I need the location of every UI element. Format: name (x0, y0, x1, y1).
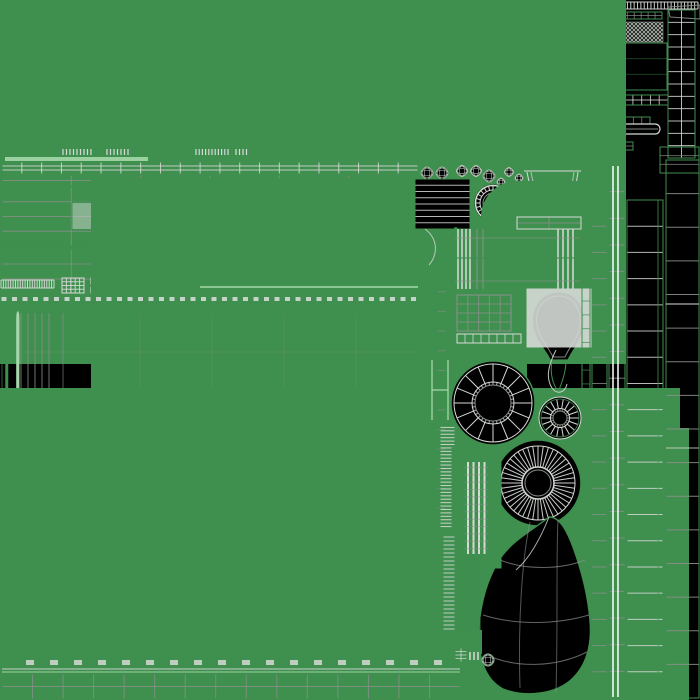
poly-8 (667, 4, 700, 20)
column-2 (608, 164, 626, 699)
bars-167 (557, 229, 574, 289)
grid-205 (463, 459, 490, 557)
column-1 (591, 199, 608, 699)
path-187 (486, 651, 588, 665)
wheel-180 (538, 396, 582, 440)
path-181 (547, 349, 568, 393)
path-189 (555, 519, 559, 693)
grid-154 (414, 178, 471, 230)
mesh-148 (456, 165, 468, 177)
grid-145 (1, 673, 461, 700)
path-163 (420, 229, 432, 264)
grid-74 (1, 161, 419, 175)
bars-204 (467, 462, 486, 554)
path-201 (431, 360, 449, 420)
fan-wheel (494, 439, 582, 527)
bars-142 (26, 660, 442, 665)
rrect-161 (481, 181, 617, 265)
rect-68 (0, 0, 626, 364)
comb-95 (0, 279, 55, 289)
path-164 (424, 228, 436, 266)
bars-193 (612, 166, 619, 697)
grid-173 (456, 333, 522, 344)
bars-70 (106, 149, 129, 155)
rect-73 (5, 157, 148, 161)
mesh-146 (420, 166, 434, 180)
bars-166 (457, 229, 471, 289)
grid-162 (516, 216, 582, 230)
path-190 (515, 516, 550, 571)
mesh-150 (482, 169, 496, 183)
bars-69 (62, 149, 92, 155)
bars-71 (195, 149, 229, 155)
bars-106 (1, 297, 416, 301)
grid-210 (454, 647, 468, 663)
grid-172 (456, 294, 512, 332)
mesh-212 (481, 653, 495, 667)
column-4 (665, 159, 700, 699)
tall-right-panel (667, 9, 696, 159)
grid-199 (426, 267, 436, 531)
spoke-ring-large (450, 360, 536, 446)
bars-168 (476, 229, 484, 289)
path-177 (550, 359, 558, 391)
rect-209 (442, 630, 482, 654)
path-178 (558, 359, 567, 391)
mesh-149 (470, 165, 482, 177)
mesh-153 (514, 173, 524, 183)
bars-72 (235, 149, 248, 155)
grid-183 (581, 231, 591, 523)
rect-165 (454, 227, 458, 291)
path-188 (518, 521, 531, 689)
rect-104 (91, 178, 527, 407)
mesh-147 (435, 166, 449, 180)
grid-96 (61, 277, 85, 294)
path-185 (499, 559, 586, 568)
column-3 (626, 199, 664, 699)
path-186 (482, 614, 590, 623)
rect-176 (526, 288, 593, 348)
bars-211 (469, 652, 479, 660)
mesh-152 (504, 167, 514, 177)
